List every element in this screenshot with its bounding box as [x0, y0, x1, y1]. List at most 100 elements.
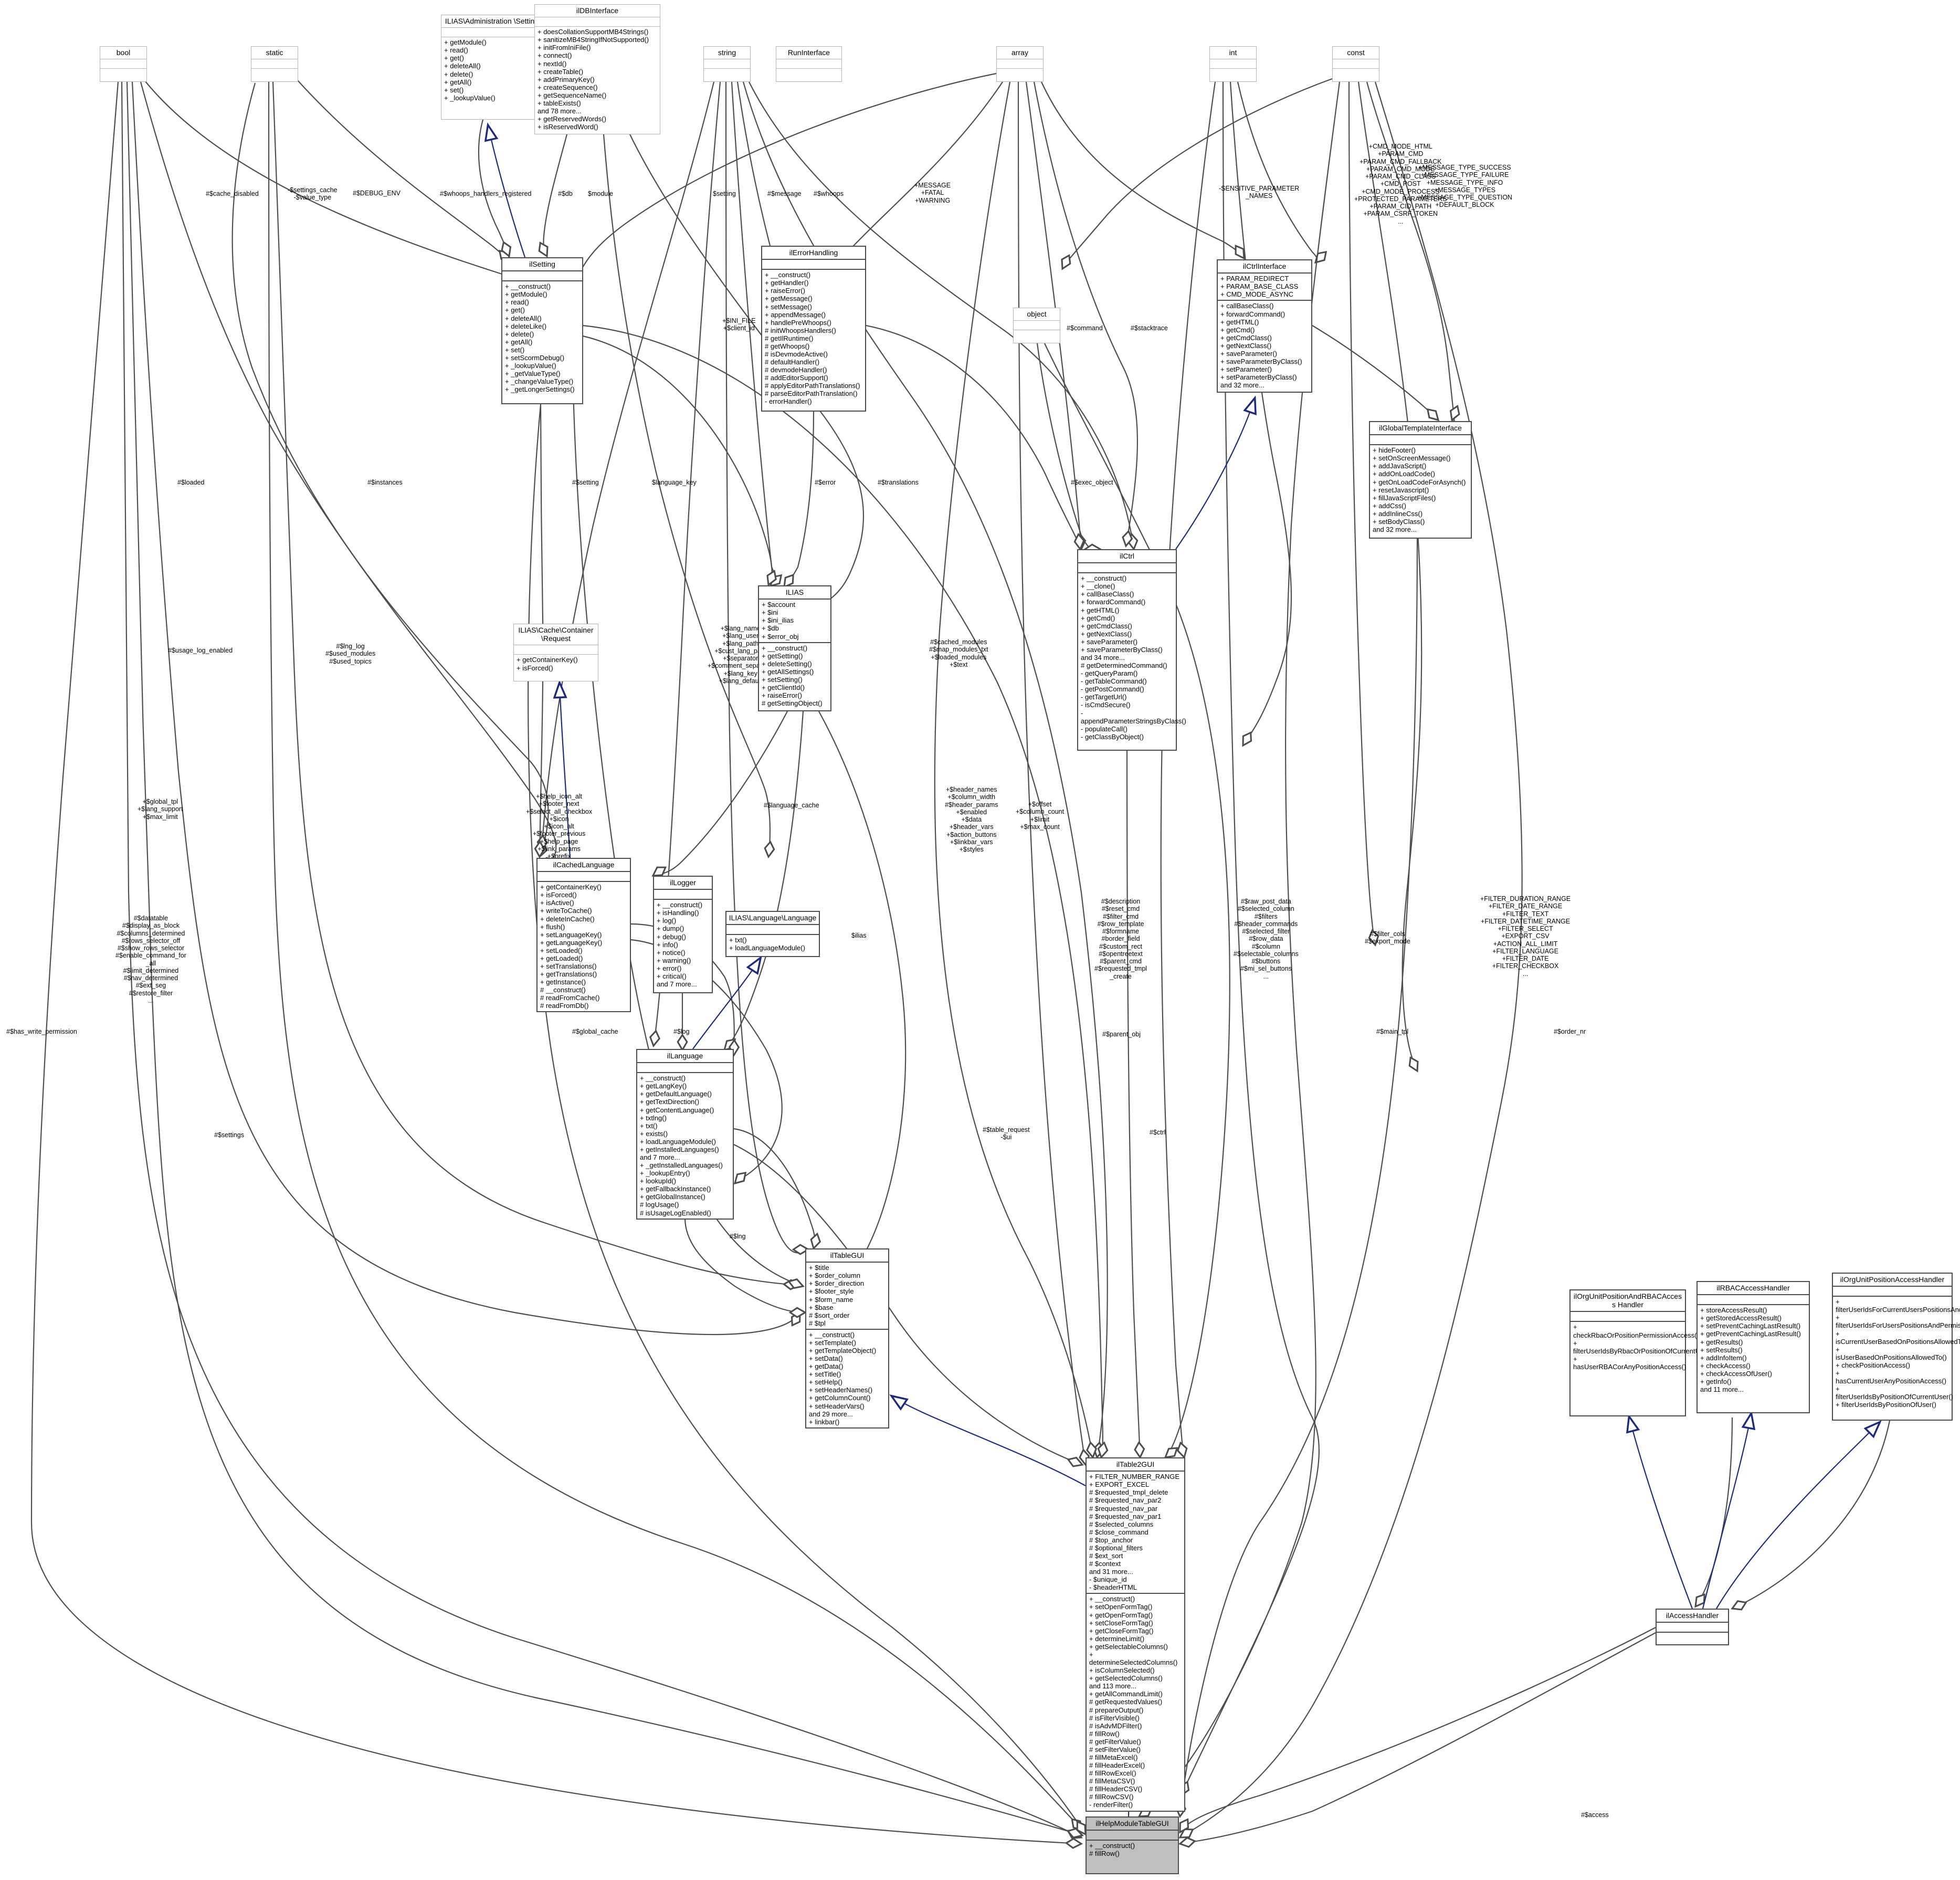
operation-row: + warning() — [657, 956, 691, 964]
operation-row: + filterUserIdsByPositionOfUser() — [1836, 1401, 1936, 1409]
edge-label-whoops: #$whoops — [814, 190, 844, 197]
operation-row: + nextId() — [538, 59, 567, 68]
class-node-operations: + __construct()+ getModule()+ read()+ ge… — [502, 280, 582, 395]
operation-row: # fillRow() — [1089, 1729, 1120, 1738]
operation-row: + storeAccessResult() — [1700, 1306, 1767, 1315]
class-node-iltable2gui[interactable]: ilTable2GUI+ FILTER_NUMBER_RANGE+ EXPORT… — [1086, 1457, 1185, 1812]
class-node-operations — [100, 68, 146, 78]
class-node-attributes — [1087, 1830, 1178, 1840]
operation-row: + checkPositionAccess() — [1836, 1361, 1910, 1369]
operation-row: + setTitle() — [809, 1370, 841, 1379]
operation-row: + exists() — [640, 1129, 668, 1138]
operation-row: and 78 more... — [538, 107, 582, 115]
operation-row: - getTableCommand() — [1081, 677, 1147, 686]
class-node-ilcachedlanguage[interactable]: ilCachedLanguage+ getContainerKey()+ isF… — [536, 858, 631, 1013]
attribute-row: + $db — [762, 624, 779, 633]
operation-row: # __construct() — [540, 986, 586, 994]
edge-label-translations: #$translations — [878, 479, 919, 486]
class-node-const[interactable]: const — [1332, 46, 1379, 82]
class-node-array[interactable]: array — [996, 46, 1044, 82]
attribute-row: # $close_command — [1089, 1528, 1148, 1536]
class-node-int[interactable]: int — [1209, 46, 1257, 82]
class-node-runinterface[interactable]: RunInterface — [776, 46, 842, 82]
operation-row: + forwardCommand() — [1220, 310, 1285, 318]
operation-row: + getSetting() — [762, 652, 803, 660]
class-node-title: static — [266, 48, 283, 57]
operation-row: + info() — [657, 940, 678, 949]
edge-label-setting2: #$setting — [572, 479, 599, 486]
attribute-row: # $tpl — [809, 1319, 826, 1327]
class-node-object[interactable]: object — [1013, 308, 1060, 343]
operation-row: - getQueryParam() — [1081, 669, 1138, 678]
operation-row: + getTemplateObject() — [809, 1347, 877, 1355]
operation-row: + deleteAll() — [505, 314, 542, 322]
operation-row: + getMessage() — [765, 295, 813, 303]
class-node-ilglobaltemplateinterface[interactable]: ilGlobalTemplateInterface+ hideFooter()+… — [1369, 421, 1472, 539]
class-node-bool[interactable]: bool — [100, 46, 147, 82]
operation-row: + isColumnSelected() — [1089, 1666, 1155, 1675]
class-node-ilaccesshandler[interactable]: ilAccessHandler — [1656, 1609, 1729, 1645]
edge-label-global_cache: #$global_cache — [572, 1028, 618, 1035]
class-node-operations: + doesCollationSupportMB4Strings()+ sani… — [535, 26, 660, 132]
class-node-operations — [1210, 68, 1256, 78]
class-node-operations — [1657, 1632, 1728, 1642]
operation-row: # getRequestedValues() — [1089, 1698, 1163, 1706]
class-node-ilias[interactable]: ILIAS+ $account+ $ini+ $ini_ilias+ $db+ … — [758, 585, 831, 711]
attribute-row: + EXPORT_EXCEL — [1089, 1480, 1150, 1489]
operation-row: + __construct() — [765, 271, 811, 279]
class-node-title: ilOrgUnitPositionAndRBACAccess Handler — [1573, 1292, 1682, 1309]
operation-row: + dump() — [657, 925, 684, 933]
operation-row: # fillMetaExcel() — [1089, 1753, 1138, 1761]
class-node-illanguage[interactable]: ilLanguage+ __construct()+ getLangKey()+… — [636, 1049, 734, 1220]
operation-row: # devmodeHandler() — [765, 366, 827, 374]
operation-row: # readFromDb() — [540, 1002, 589, 1010]
class-node-ilhelpmoduletablegui[interactable]: ilHelpModuleTableGUI+ __construct()# fil… — [1086, 1816, 1179, 1874]
operation-row: + setHeaderNames() — [809, 1386, 873, 1394]
operation-row: + setTemplate() — [809, 1338, 856, 1347]
operation-row: + _lookupValue() — [505, 362, 556, 370]
class-node-ilias-language-language[interactable]: ILIAS\Language\Language+ txt()+ loadLang… — [725, 911, 820, 957]
class-node-attributes — [997, 59, 1043, 68]
edge-label-message_type_block: +MESSAGE_TYPE_SUCCESS +MESSAGE_TYPE_FAIL… — [1417, 164, 1512, 209]
class-node-ildbinterface[interactable]: ilDBInterface+ doesCollationSupportMB4St… — [534, 4, 660, 134]
class-node-ilerrorhandling[interactable]: ilErrorHandling+ __construct()+ getHandl… — [761, 246, 866, 412]
class-node-ilctrl[interactable]: ilCtrl+ __construct()+ __clone()+ callBa… — [1077, 549, 1186, 751]
class-node-operations: + __construct()# fillRow() — [1087, 1840, 1178, 1859]
edge-label-settings: #$settings — [214, 1131, 244, 1139]
class-node-title: ilLanguage — [667, 1052, 703, 1060]
class-node-title: ilOrgUnitPositionAccessHandler — [1840, 1275, 1945, 1284]
class-node-attributes — [251, 59, 298, 68]
class-node-string[interactable]: string — [703, 46, 751, 82]
class-node-iltablegui[interactable]: ilTableGUI+ $title+ $order_column+ $orde… — [805, 1248, 889, 1429]
attribute-row: # $sort_order — [809, 1311, 850, 1319]
class-node-static[interactable]: static — [251, 46, 298, 82]
class-node-ilrbacaccesshandler[interactable]: ilRBACAccessHandler+ storeAccessResult()… — [1696, 1281, 1810, 1413]
attribute-row: + $account — [762, 601, 795, 609]
operation-row: and 32 more... — [1220, 381, 1264, 390]
class-node-ilorgunitpositionaccesshandler[interactable]: ilOrgUnitPositionAccessHandler + filterUs… — [1832, 1273, 1960, 1421]
class-node-ilctrlinterface[interactable]: ilCtrlInterface+ PARAM_REDIRECT+ PARAM_B… — [1217, 259, 1312, 393]
class-node-ilorgunitpositionandrbacaccesshandler[interactable]: ilOrgUnitPositionAndRBACAccess Handler+ … — [1569, 1289, 1714, 1416]
operation-row: + getAll() — [444, 78, 472, 86]
edge-label-db: #$db — [558, 190, 573, 197]
attribute-row: + FILTER_NUMBER_RANGE — [1089, 1473, 1180, 1481]
class-node-title: ilErrorHandling — [789, 248, 838, 257]
class-node-ilsetting[interactable]: ilSetting+ __construct()+ getModule()+ r… — [501, 257, 583, 404]
class-node-illogger[interactable]: ilLogger+ __construct()+ isHandling()+ l… — [653, 876, 713, 993]
class-node-operations: + __construct()+ setOpenFormTag()+ getOp… — [1087, 1593, 1184, 1810]
attribute-row: # $top_anchor — [1089, 1536, 1133, 1544]
class-node-ilias-administration-setting[interactable]: ILIAS\Administration \Setting+ getModule… — [441, 15, 543, 120]
operation-row: + _getInstalledLanguages() — [640, 1161, 723, 1170]
operation-row: + setCloseFormTag() — [1089, 1619, 1153, 1627]
class-node-ilias-cache-container-request[interactable]: ILIAS\Cache\Container \Request+ getConta… — [513, 624, 598, 681]
class-node-attributes — [762, 259, 865, 269]
operation-row: and 11 more... — [1700, 1385, 1744, 1394]
class-node-attributes — [535, 17, 660, 26]
operation-row: + setParameter() — [1220, 365, 1272, 374]
operation-row: + isForced() — [517, 664, 553, 672]
edge-label-module: $module — [588, 190, 613, 197]
operation-row: + isCurrentUserBasedOnPositionsAllowedTo… — [1836, 1329, 1960, 1346]
operation-row: + getHTML() — [1220, 318, 1259, 326]
operation-row: - getPostCommand() — [1081, 685, 1144, 694]
